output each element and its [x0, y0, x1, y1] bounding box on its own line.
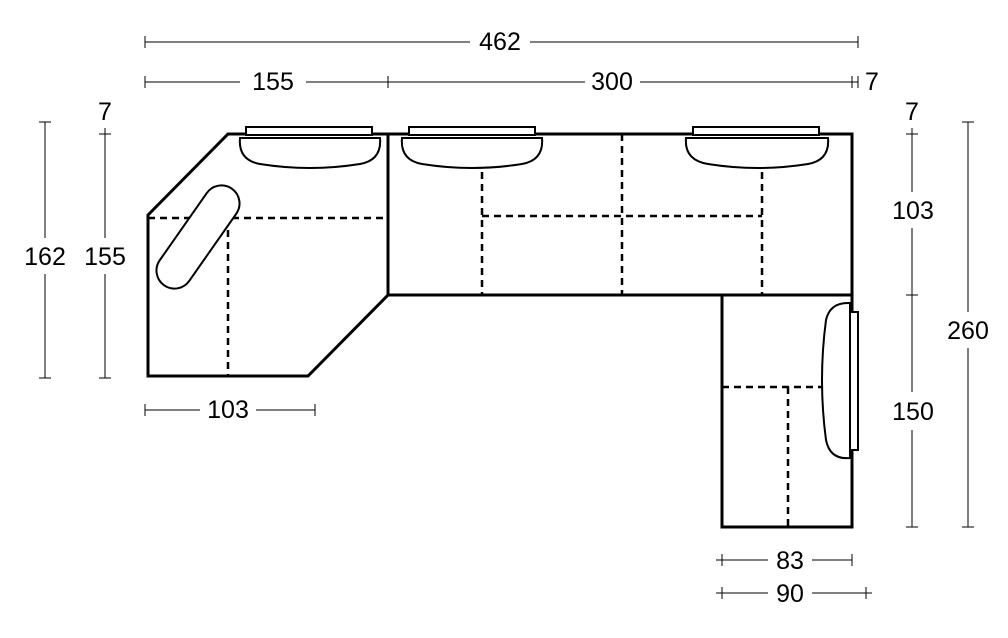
dim-right-offset: 7	[905, 98, 919, 126]
dim-middle-section: 300	[591, 68, 633, 96]
armrest-cushion	[155, 184, 241, 290]
dim-right-total-depth: 260	[947, 317, 989, 345]
dim-chaise-length: 150	[892, 398, 934, 426]
dim-left-seat: 103	[207, 396, 249, 424]
dim-left-offset: 7	[98, 98, 112, 126]
dim-chaise-seat: 83	[776, 547, 804, 575]
dim-left-depth: 155	[84, 243, 126, 271]
dim-left-total-depth: 162	[24, 243, 66, 271]
sofa-body	[146, 132, 854, 529]
dim-total-width: 462	[479, 28, 521, 56]
dim-right-back-depth: 103	[892, 197, 934, 225]
dim-chaise-total: 90	[776, 580, 804, 608]
dim-top-right-offset: 7	[865, 68, 879, 96]
dim-left-section: 155	[252, 68, 294, 96]
cushions	[155, 126, 859, 460]
dimension-lines	[39, 36, 974, 599]
